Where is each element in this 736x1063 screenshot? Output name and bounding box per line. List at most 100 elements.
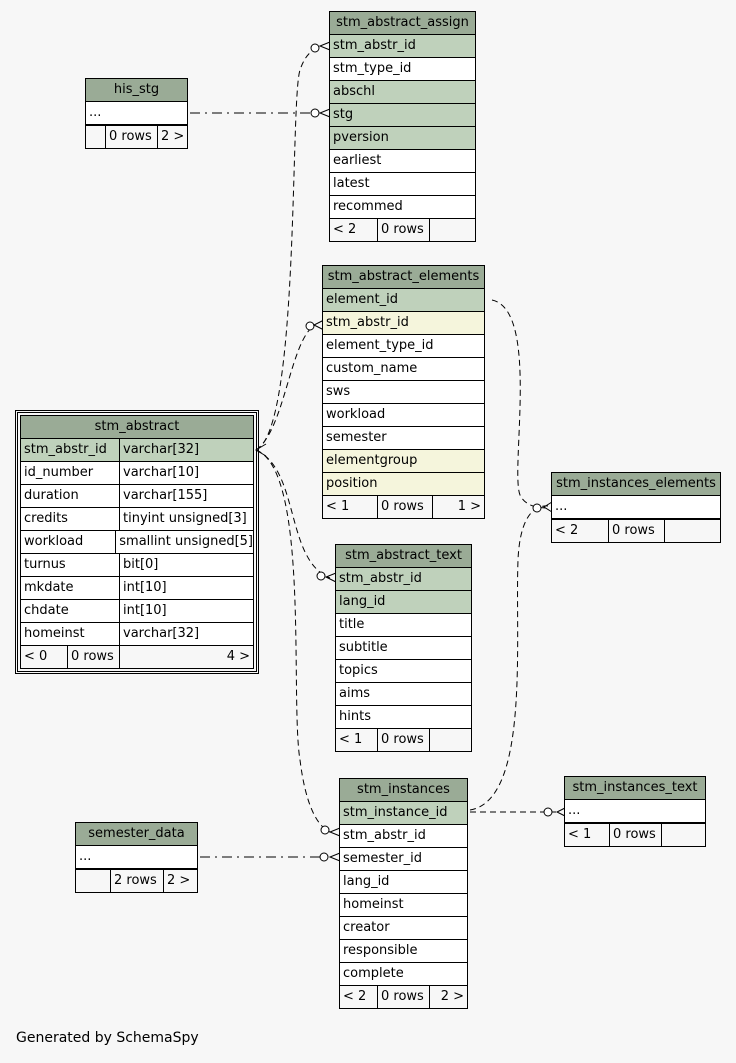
column-row[interactable]: hints <box>336 706 471 728</box>
column-row[interactable]: aims <box>336 683 471 706</box>
column-name: sws <box>326 384 351 399</box>
table-stm-abstract-elements[interactable]: stm_abstract_elements element_id stm_abst… <box>322 265 485 519</box>
column-row[interactable]: responsible <box>340 940 467 963</box>
column-name: homeinst <box>21 623 120 645</box>
table-stm-instances-text[interactable]: stm_instances_text ... < 1 0 rows <box>564 776 706 847</box>
column-row[interactable]: element_id <box>323 289 484 312</box>
column-row[interactable]: stm_abstr_id <box>336 568 471 591</box>
column-row[interactable]: recommed <box>330 196 475 218</box>
column-row[interactable]: stm_abstr_id <box>323 312 484 335</box>
table-title[interactable]: stm_abstract_text <box>336 545 471 568</box>
column-row[interactable]: semester_id <box>340 848 467 871</box>
column-type: varchar[10] <box>123 465 200 480</box>
column-row[interactable]: lang_id <box>336 591 471 614</box>
column-row[interactable]: abschl <box>330 81 475 104</box>
table-title[interactable]: stm_abstract <box>21 416 253 439</box>
table-title[interactable]: stm_instances_elements <box>552 473 720 496</box>
column-type: smallint unsigned[5] <box>119 534 253 549</box>
column-row[interactable]: subtitle <box>336 637 471 660</box>
column-name: turnus <box>21 554 120 576</box>
column-name: responsible <box>343 943 418 958</box>
column-name: creator <box>343 920 390 935</box>
table-stm-instances-elements[interactable]: stm_instances_elements ... < 2 0 rows <box>551 472 721 543</box>
table-row: ... <box>76 846 197 869</box>
column-name: stm_instance_id <box>343 805 448 820</box>
column-name: hints <box>339 709 371 724</box>
edge-instances-to-inst-elements <box>469 505 549 811</box>
column-name: latest <box>333 176 370 191</box>
column-row[interactable]: custom_name <box>323 358 484 381</box>
edge-abstract-to-assign <box>255 45 321 451</box>
column-name: semester <box>326 430 387 445</box>
table-title[interactable]: semester_data <box>76 823 197 846</box>
column-row[interactable]: creator <box>340 917 467 940</box>
column-name: position <box>326 476 378 491</box>
column-name: stm_abstr_id <box>339 571 422 586</box>
column-row[interactable]: stg <box>330 104 475 127</box>
column-row[interactable]: stm_abstr_id <box>340 825 467 848</box>
column-name: credits <box>21 508 120 530</box>
column-name: complete <box>343 966 404 981</box>
table-title[interactable]: his_stg <box>86 79 187 102</box>
column-row[interactable]: lang_id <box>340 871 467 894</box>
column-row[interactable]: pversion <box>330 127 475 150</box>
column-row[interactable]: semester <box>323 427 484 450</box>
column-name: elementgroup <box>326 453 418 468</box>
column-name: aims <box>339 686 371 701</box>
column-row[interactable]: homeinst <box>340 894 467 917</box>
table-footer: < 1 0 rows <box>336 728 471 751</box>
column-name: lang_id <box>339 594 386 609</box>
generated-by-text: Generated by SchemaSpy <box>16 1030 199 1046</box>
table-title[interactable]: stm_instances_text <box>565 777 705 800</box>
edge-elements-to-inst-elements <box>491 299 549 509</box>
column-row[interactable]: position <box>323 473 484 495</box>
table-title[interactable]: stm_instances <box>340 779 467 802</box>
column-name: custom_name <box>326 361 418 376</box>
table-title[interactable]: stm_abstract_assign <box>330 12 475 35</box>
column-row[interactable]: topics <box>336 660 471 683</box>
column-name: id_number <box>21 462 120 484</box>
column-name: homeinst <box>343 897 404 912</box>
table-semester-data[interactable]: semester_data ... 2 rows 2 > <box>75 822 198 893</box>
column-row[interactable]: earliest <box>330 150 475 173</box>
edge-abstract-to-instances <box>255 449 331 833</box>
column-row[interactable]: element_type_id <box>323 335 484 358</box>
column-name: workload <box>326 407 386 422</box>
column-row[interactable]: latest <box>330 173 475 196</box>
table-stm-abstract-assign[interactable]: stm_abstract_assign stm_abstr_id stm_type… <box>329 11 476 242</box>
table-title[interactable]: stm_abstract_elements <box>323 266 484 289</box>
column-row[interactable]: title <box>336 614 471 637</box>
table-footer: < 0 0 rows 4 > <box>21 645 253 668</box>
column-name: subtitle <box>339 640 388 655</box>
column-name: chdate <box>21 600 120 622</box>
table-stm-instances[interactable]: stm_instances stm_instance_id stm_abstr_i… <box>339 778 468 1009</box>
column-row[interactable]: stm_instance_id <box>340 802 467 825</box>
table-his-stg[interactable]: his_stg ... 0 rows 2 > <box>85 78 188 149</box>
column-row[interactable]: complete <box>340 963 467 985</box>
column-row[interactable]: stm_abstr_id <box>330 35 475 58</box>
column-row[interactable]: sws <box>323 381 484 404</box>
column-name: recommed <box>333 199 403 214</box>
column-name: workload <box>21 531 117 553</box>
column-name: semester_id <box>343 851 423 866</box>
table-footer: < 1 0 rows 1 > <box>323 495 484 518</box>
column-row[interactable]: stm_type_id <box>330 58 475 81</box>
column-type: varchar[32] <box>123 626 200 641</box>
column-row[interactable]: workload <box>323 404 484 427</box>
column-row[interactable]: elementgroup <box>323 450 484 473</box>
column-name: stm_type_id <box>333 61 412 76</box>
table-row: ... <box>565 800 705 823</box>
column-name: stm_abstr_id <box>326 315 409 330</box>
column-type: int[10] <box>123 603 167 618</box>
